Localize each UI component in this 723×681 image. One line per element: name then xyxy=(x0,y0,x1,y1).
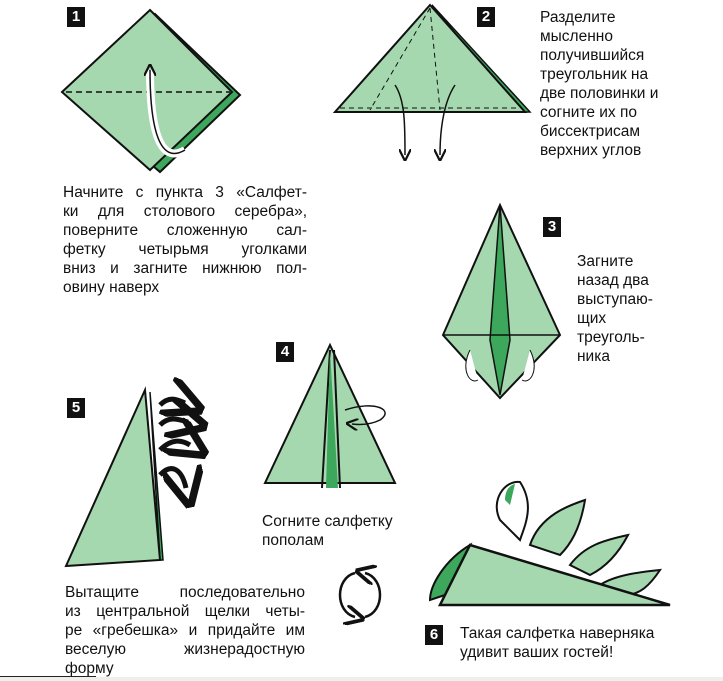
text-line: получившийся xyxy=(540,47,645,64)
text-line: две половинки и xyxy=(540,85,659,102)
bottom-strip xyxy=(0,677,723,681)
text-line: треугольник на xyxy=(540,66,649,83)
step-6-diagram xyxy=(428,480,671,607)
text-line: Разделите xyxy=(540,9,616,26)
text-line: вниз и загните нижнюю пол- xyxy=(63,260,307,277)
step-3-diagram xyxy=(441,202,562,400)
step-2-text: Разделите мысленно получившийся треуголь… xyxy=(540,8,658,160)
text-line: согните их по xyxy=(540,104,637,121)
step-6-text: Такая салфетка наверняка удивит ваших го… xyxy=(460,624,654,662)
text-line: назад два xyxy=(577,272,649,289)
step-4-diagram xyxy=(263,342,397,489)
text-line: ки для столового серебра», xyxy=(63,203,307,220)
text-line: пополам xyxy=(262,532,325,549)
text-line: ника xyxy=(577,348,610,365)
text-line: из центральной щелки четы- xyxy=(65,603,305,620)
text-line: Такая салфетка наверняка xyxy=(460,625,655,642)
step-3-text: Загните назад два выступаю- щих треуголь… xyxy=(577,252,653,366)
text-line: поверните сложенную сал- xyxy=(63,222,307,239)
text-line: щих xyxy=(577,310,607,327)
step-5-diagram xyxy=(64,390,190,568)
text-line: Согните салфетку xyxy=(262,513,393,530)
text-line: Загните xyxy=(577,253,634,270)
step-5-badge: 5 xyxy=(67,398,85,418)
text-line: веселую жизнерадостную xyxy=(65,641,305,658)
text-line: фетку четырьмя уголками xyxy=(63,241,307,258)
text-line: удивит ваших гостей! xyxy=(460,644,614,661)
text-line: форму xyxy=(65,660,114,677)
step-3-badge: 3 xyxy=(543,217,561,237)
step-6-badge: 6 xyxy=(425,625,443,645)
step-1-diagram xyxy=(60,8,242,174)
step-2-badge: 2 xyxy=(477,7,495,27)
text-line: треуголь- xyxy=(577,329,645,346)
text-line: овину наверх xyxy=(63,279,160,296)
step-5-text: Вытащите последовательно из центральной … xyxy=(65,583,305,678)
step-4-badge: 4 xyxy=(276,342,294,362)
text-line: мысленно xyxy=(540,28,613,45)
text-line: Вытащите последовательно xyxy=(65,584,305,601)
step-1-badge: 1 xyxy=(67,7,85,27)
text-line: верхних углов xyxy=(540,142,642,159)
rotate-arrows-icon xyxy=(338,573,382,617)
text-line: ре «гребешка» и придайте им xyxy=(65,622,305,639)
step-4-text: Согните салфетку пополам xyxy=(262,512,393,550)
text-line: выступаю- xyxy=(577,291,653,308)
footnote-rule xyxy=(0,676,96,677)
step-2-diagram xyxy=(332,3,532,155)
text-line: биссектрисам xyxy=(540,123,641,140)
text-line: Начните с пункта 3 «Салфет- xyxy=(63,184,307,201)
step-1-text: Начните с пункта 3 «Салфет- ки для столо… xyxy=(63,183,307,297)
